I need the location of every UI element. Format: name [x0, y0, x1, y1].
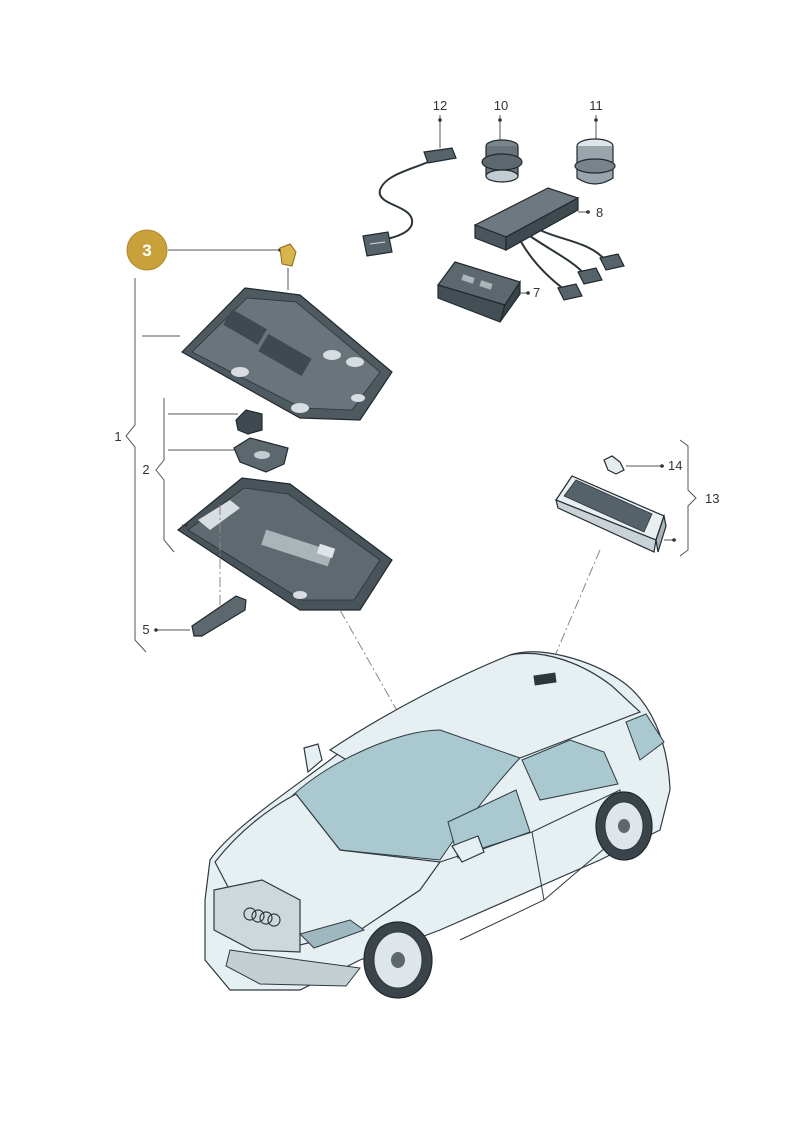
callout-11[interactable]: 11 — [589, 98, 603, 113]
callout-3-highlight[interactable] — [126, 229, 282, 271]
callout-13[interactable]: 13 — [705, 491, 719, 506]
part-10-socket — [481, 115, 523, 183]
part-7-switch-module — [437, 261, 530, 323]
part-12-wiring-harness — [362, 115, 457, 257]
part-3-clip — [279, 243, 297, 290]
part-8-control-unit — [473, 187, 625, 301]
callout-2[interactable]: 2 — [142, 462, 149, 477]
callout-5[interactable]: 5 — [142, 622, 149, 637]
part-5-cover-strip — [154, 595, 247, 637]
part-11-lamp-cap — [574, 115, 616, 185]
part-2-lamp-unit — [233, 409, 289, 473]
callout-7[interactable]: 7 — [533, 285, 540, 300]
callout-14[interactable]: 14 — [668, 458, 682, 473]
part-14-bulb — [603, 455, 664, 475]
part-13-interior-lamp — [555, 475, 676, 553]
callout-12[interactable]: 12 — [433, 98, 447, 113]
callout-3[interactable]: 3 — [142, 241, 151, 260]
callout-8[interactable]: 8 — [596, 205, 603, 220]
part-1-upper-frame — [181, 287, 393, 421]
car-illustration — [204, 651, 671, 999]
part-1-lower-trim — [176, 477, 393, 611]
callout-1[interactable]: 1 — [114, 429, 121, 444]
callout-10[interactable]: 10 — [494, 98, 508, 113]
